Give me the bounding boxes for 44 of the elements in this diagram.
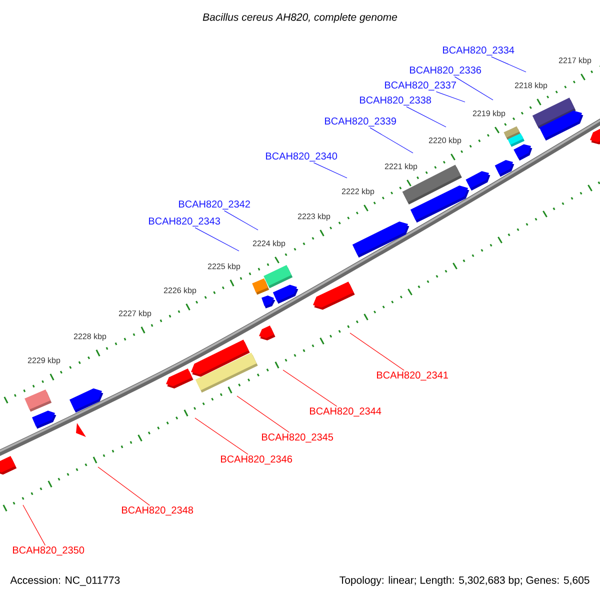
leader-line [454, 76, 494, 100]
gene-label: BCAH820_2344 [310, 408, 382, 416]
leader-line [350, 332, 404, 371]
gene-label: BCAH820_2334 [443, 46, 514, 56]
leader-line [282, 370, 338, 407]
tick-label: 2227 kbp [118, 310, 152, 318]
leader-line [436, 91, 466, 102]
title: Bacillus cereus AH820, complete genome [202, 13, 398, 23]
leader-line [370, 127, 414, 154]
leader-line [406, 106, 446, 128]
tick-label: 2221 kbp [384, 163, 418, 171]
tick-label: 2220 kbp [428, 137, 462, 145]
tick-label: 2229 kbp [28, 357, 60, 365]
gene-label: BCAH820_2341 [377, 372, 448, 380]
gene-label: BCAH820_2343 [149, 218, 220, 226]
genome-info-text: Topology: linear; Length: 5,302,683 bp; Genes: 5,605 [340, 576, 590, 586]
tick-label: 2224 kbp [252, 240, 286, 248]
tick-label: 2222 kbp [342, 188, 374, 196]
tick-label: 2218 kbp [514, 82, 548, 90]
tick-label: 2228 kbp [74, 333, 106, 341]
gene-label: BCAH820_2345 [262, 434, 334, 442]
tick-label: 2225 kbp [208, 263, 240, 271]
leader-line [194, 227, 240, 252]
leader-line [313, 162, 348, 178]
tick-label: 2217 kbp [558, 57, 592, 65]
gene-label: BCAH820_2336 [410, 66, 482, 76]
accession-text: Accession: NC_011773 [10, 576, 120, 586]
leader-line [194, 418, 248, 455]
tick-label: 2219 kbp [472, 110, 506, 118]
gene-label: BCAH820_2350 [13, 546, 84, 556]
leader-line [98, 466, 150, 506]
gene-label: BCAH820_2339 [325, 118, 396, 126]
gene-label: BCAH820_2348 [122, 506, 194, 516]
tick-label: 2223 kbp [298, 213, 330, 221]
leader-line [236, 396, 290, 433]
leader-line [490, 56, 526, 72]
gene-label: BCAH820_2337 [385, 82, 456, 90]
leader-line [224, 210, 258, 230]
tick-label: 2226 kbp [164, 287, 196, 295]
gene-label: BCAH820_2342 [179, 200, 250, 210]
gene-label: BCAH820_2338 [360, 96, 432, 106]
gene-label: BCAH820_2340 [266, 152, 338, 162]
gene-label: BCAH820_2346 [221, 456, 292, 464]
leader-line [22, 504, 46, 546]
